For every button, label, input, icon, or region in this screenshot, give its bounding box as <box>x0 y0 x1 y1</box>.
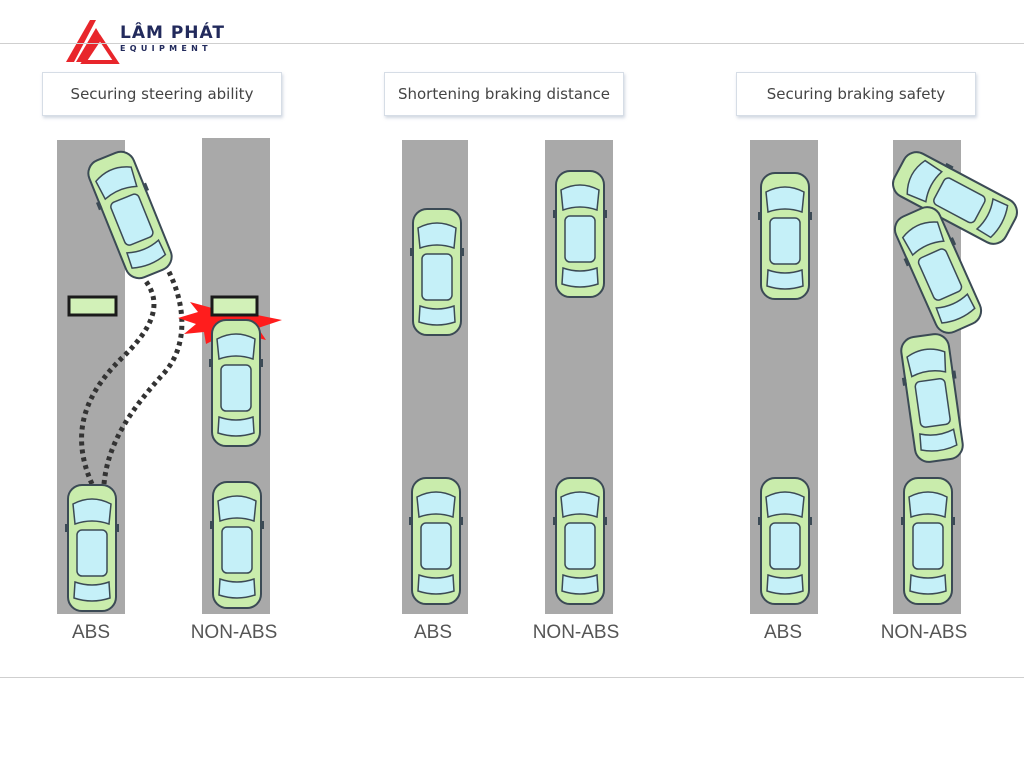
obstacle-nonabs <box>210 295 259 317</box>
brand-name: LÂM PHÁT <box>120 23 225 43</box>
car-abs-stop-3 <box>757 172 813 300</box>
panel-title-braking-distance: Shortening braking distance <box>384 72 624 116</box>
bottom-divider <box>0 677 1024 678</box>
road-label-abs-3: ABS <box>763 622 803 643</box>
brand-logo <box>66 16 256 66</box>
panel-title-steering: Securing steering ability <box>42 72 282 116</box>
trajectory-right <box>101 268 185 485</box>
car-nonabs-start <box>209 481 265 609</box>
obstacle-abs <box>67 295 118 317</box>
road-label-abs-1: ABS <box>71 622 111 643</box>
panel-title-braking-safety: Securing braking safety <box>736 72 976 116</box>
car-nonabs-stop <box>552 170 608 298</box>
car-nonabs-start-2 <box>552 477 608 605</box>
road-label-nonabs-2: NON-ABS <box>532 622 620 643</box>
road-label-nonabs-1: NON-ABS <box>190 622 278 643</box>
car-abs-start-3 <box>757 477 813 605</box>
car-crashed <box>208 319 264 447</box>
car-nonabs-start-3 <box>900 477 956 605</box>
logo-mark-icon <box>66 20 120 64</box>
trajectory-left <box>79 278 157 486</box>
road-label-abs-2: ABS <box>413 622 453 643</box>
top-divider <box>0 43 1024 44</box>
car-abs-stop <box>409 208 465 336</box>
road-label-nonabs-3: NON-ABS <box>880 622 968 643</box>
car-abs-start <box>64 484 120 612</box>
car-abs-start-2 <box>408 477 464 605</box>
brand-tagline: EQUIPMENT <box>120 44 212 53</box>
